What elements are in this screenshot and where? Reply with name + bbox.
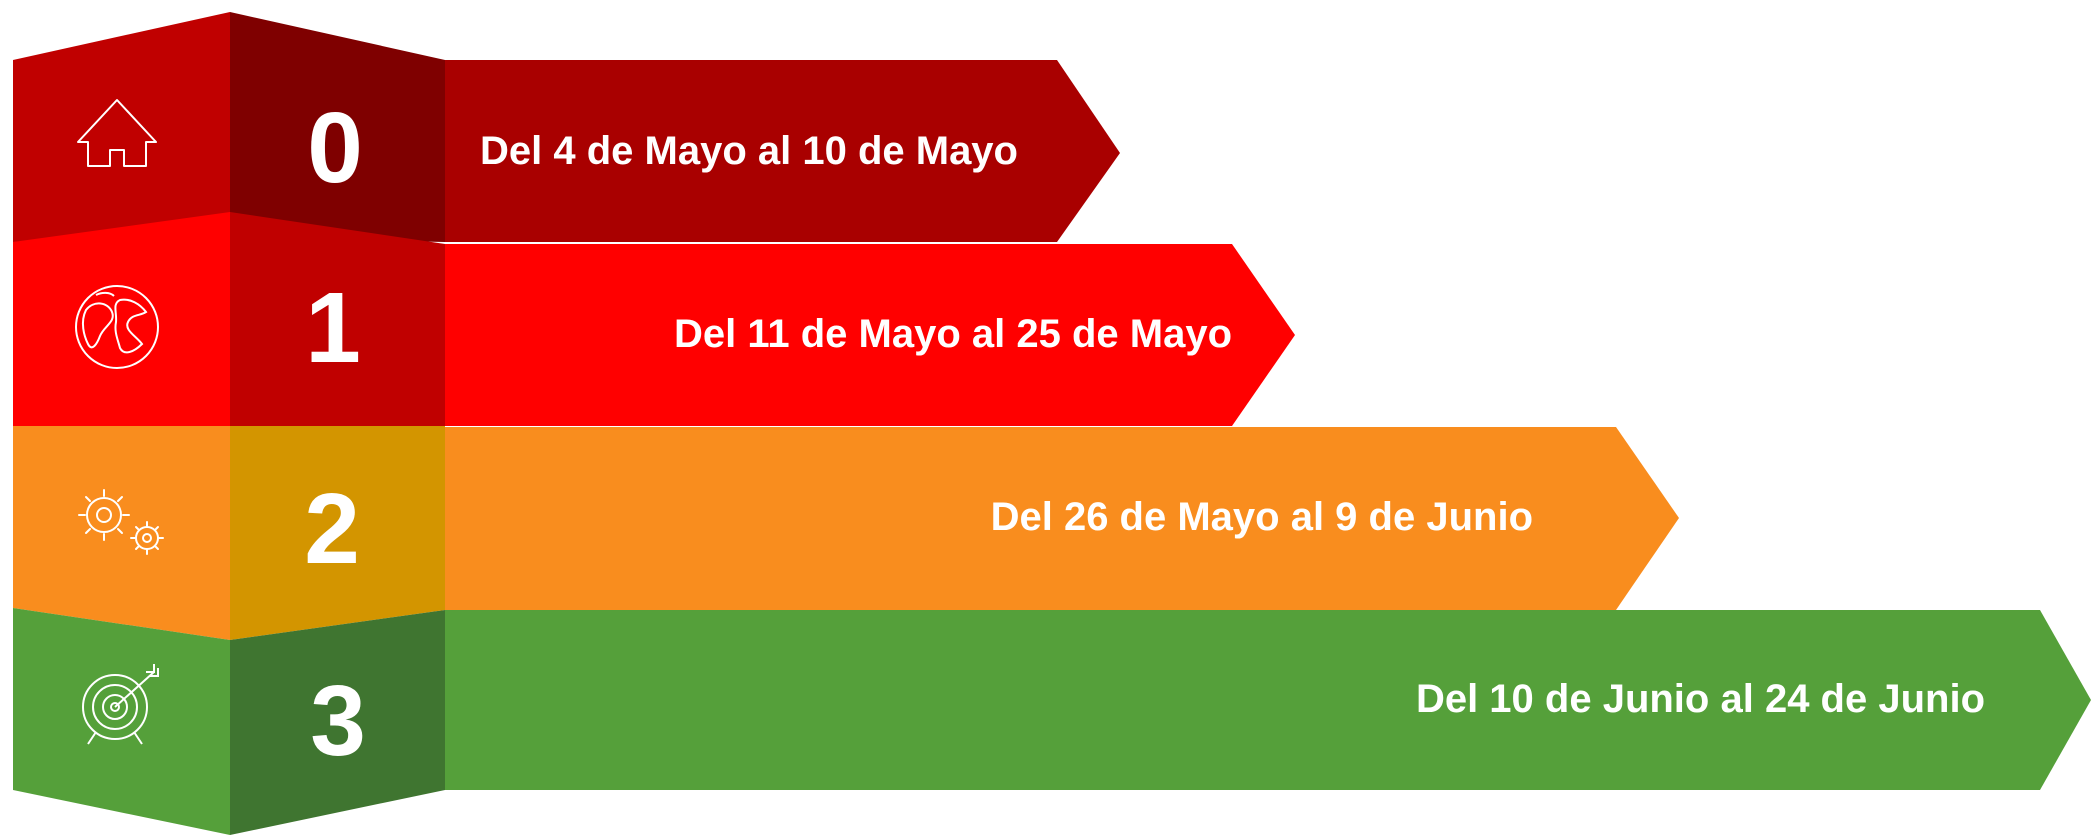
- phase-1-block-face: [13, 212, 230, 426]
- phase-1-number: 1: [305, 272, 361, 384]
- phase-2-number: 2: [304, 473, 360, 585]
- phase-2-label: Del 26 de Mayo al 9 de Junio: [991, 495, 1533, 539]
- phase-2-arrow: [445, 427, 1679, 610]
- phase-3-label: Del 10 de Junio al 24 de Junio: [1416, 677, 1985, 721]
- phase-row-1: [13, 212, 1295, 426]
- phase-1-block-side: [230, 212, 445, 426]
- phase-0-label: Del 4 de Mayo al 10 de Mayo: [480, 129, 1018, 173]
- phase-3-arrow: [445, 610, 2091, 790]
- phase-0-number: 0: [307, 92, 363, 204]
- house-icon: [77, 99, 157, 167]
- phase-3-block-side: [230, 610, 445, 835]
- phase-3-number: 3: [310, 665, 366, 777]
- phase-0-arrow: [445, 60, 1120, 242]
- phase-row-3: [13, 608, 2091, 835]
- phase-1-arrow: [445, 244, 1295, 426]
- phase-1-label: Del 11 de Mayo al 25 de Mayo: [674, 312, 1232, 356]
- gears-icon: [78, 489, 164, 555]
- globe-icon: [75, 285, 159, 369]
- target-icon: [82, 664, 159, 745]
- phase-0-block-side: [230, 12, 445, 242]
- phase-row-0: [13, 12, 1120, 242]
- phase-3-block-face: [13, 608, 230, 835]
- phase-0-block-face: [13, 12, 230, 242]
- phase-2-block-side: [230, 426, 445, 640]
